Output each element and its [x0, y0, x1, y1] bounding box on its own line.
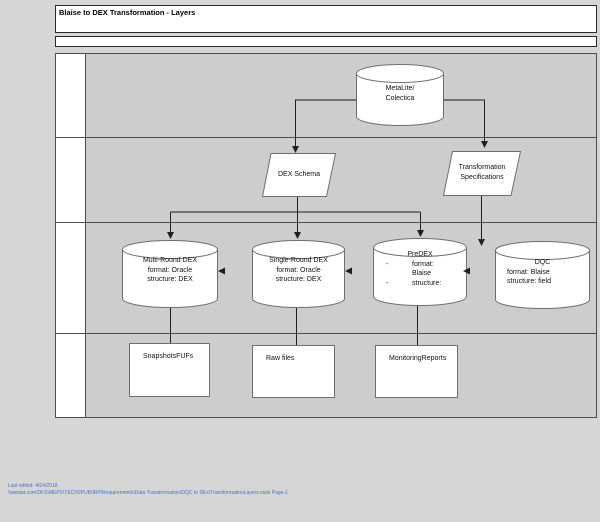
lane-4-label — [55, 333, 86, 418]
node-multi-round-dex-cylinder[interactable]: Multi-Round DEX format: Oracle structure… — [122, 240, 218, 308]
node-label: Multi-Round DEX format: Oracle structure… — [142, 257, 198, 283]
node-single-round-dex-cylinder[interactable]: Single-Round DEX format: Oracle structur… — [252, 240, 345, 308]
node-label: Transformation Specifications — [458, 164, 506, 181]
cylinder-icon — [356, 64, 444, 126]
lane-1-content — [85, 53, 597, 138]
lane-2-label — [55, 137, 86, 223]
node-dqc-cylinder[interactable]: DQC format: Blaise structure: field — [495, 241, 590, 309]
lane-3-label — [55, 222, 86, 334]
node-label: Single-Round DEX format: Oracle structur… — [269, 257, 328, 283]
cylinder-icon — [122, 240, 218, 308]
node-raw-files-rect[interactable]: Raw files — [252, 345, 335, 398]
node-label: Raw files — [266, 355, 295, 362]
node-transformation-specifications-parallelogram[interactable]: Transformation Specifications — [443, 151, 521, 196]
node-label: PreDEX - format: Blaise - structure: — [386, 251, 442, 287]
node-dex-schema-parallelogram[interactable]: DEX Schema — [262, 153, 336, 197]
footer-last-edited: Last edited: 4/24/2018 — [8, 483, 58, 489]
node-label: MonitoringReports — [389, 355, 447, 362]
page-title: Blaise to DEX Transformation - Layers — [59, 8, 196, 17]
subtitle-row — [55, 36, 597, 47]
node-snapshots-fufs-rect[interactable]: SnapshotsFUFs — [129, 343, 210, 397]
node-predex-cylinder[interactable]: PreDEX - format: Blaise - structure: — [373, 238, 467, 306]
node-monitoring-reports-rect[interactable]: MonitoringReports — [375, 345, 458, 398]
parallelogram-icon — [262, 153, 336, 197]
node-metalite-colectica-cylinder[interactable]: MetaLite/ Colectica — [356, 64, 444, 126]
node-label: DQC format: Blaise structure: field — [507, 259, 551, 285]
node-label: MetaLite/ Colectica — [385, 85, 415, 102]
node-label: DEX Schema — [277, 171, 321, 178]
node-label: SnapshotsFUFs — [143, 353, 194, 360]
lane-1-label — [55, 53, 86, 138]
parallelogram-icon — [443, 151, 521, 196]
cylinder-icon — [252, 240, 345, 308]
diagram-title-bar: Blaise to DEX Transformation - Layers — [55, 5, 597, 33]
cylinder-icon — [373, 238, 467, 306]
footer-file-path: \\westat.com\DFS\MEPS\TECH2PUB\IRP\Requi… — [8, 490, 288, 496]
cylinder-icon — [495, 241, 590, 309]
